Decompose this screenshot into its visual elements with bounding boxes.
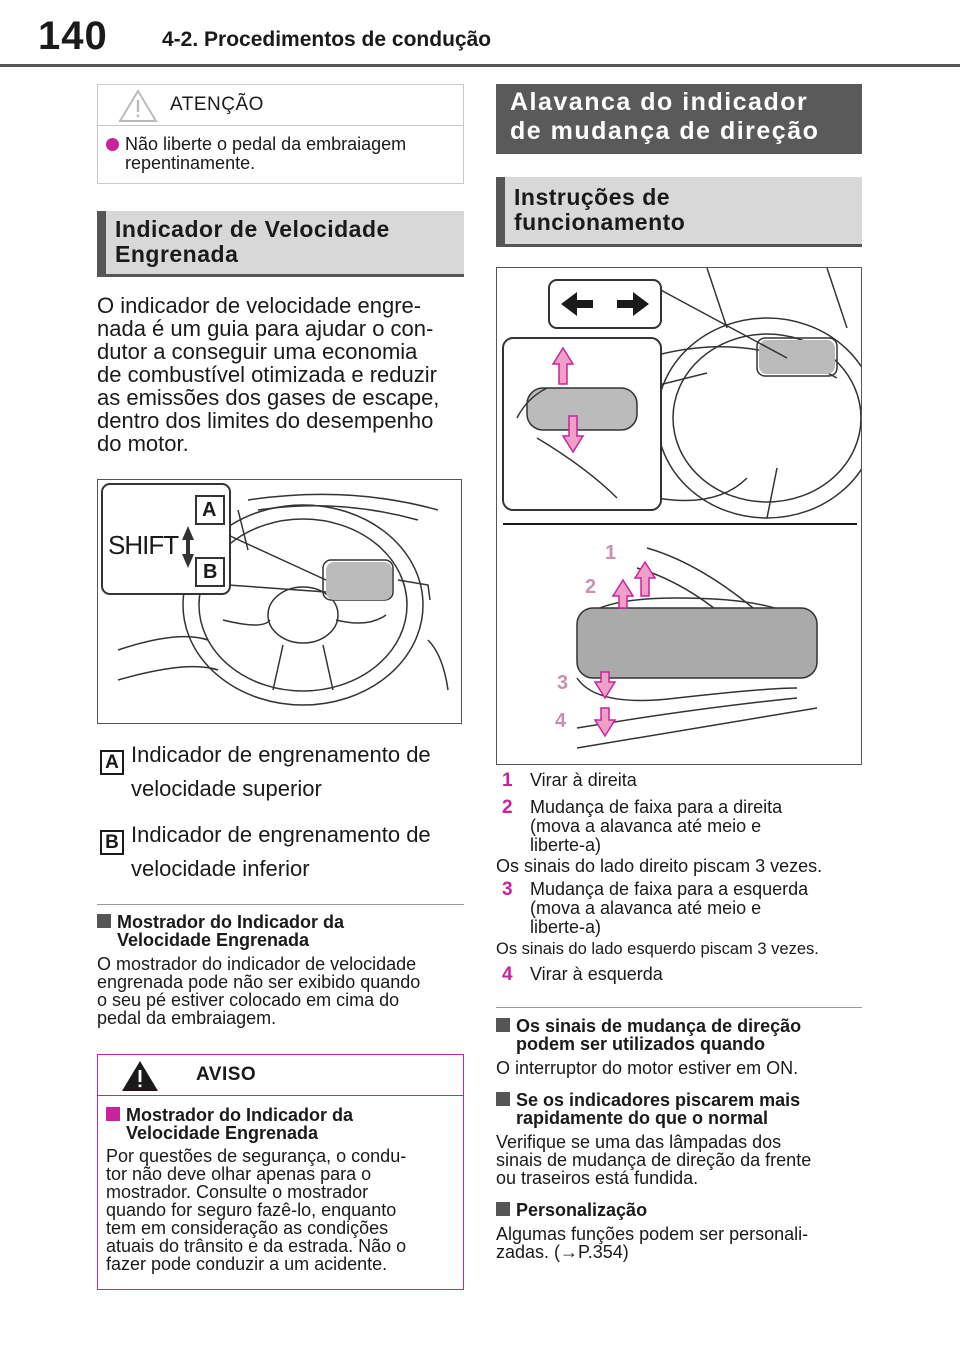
turn-heading-line-2: de mudança de direção <box>510 117 820 145</box>
heading-rule <box>97 274 464 277</box>
divider <box>97 904 464 905</box>
heading-rule <box>496 244 862 247</box>
warning-body: Mostrador do Indicador da Velocidade Eng… <box>106 1105 407 1274</box>
gear-heading-line-1: Indicador de Velocidade <box>115 216 390 242</box>
list-item: 4 Virar à esquerda <box>502 964 663 985</box>
gear-indicator-heading: Indicador de Velocidade Engrenada <box>97 211 464 274</box>
callout-b-line-1: Indicador de engrenamento de <box>131 822 431 847</box>
shift-indicator-figure: SHIFT A B <box>97 479 462 724</box>
figure-label-a: A <box>202 499 217 521</box>
turn-signal-heading: Alavanca do indicador de mudança de dire… <box>496 84 862 154</box>
customization-text: Algumas funções podem ser personali- zad… <box>496 1225 862 1261</box>
heading-accent <box>97 211 106 274</box>
heading-accent <box>496 177 505 244</box>
warning-title: AVISO <box>196 1064 257 1085</box>
square-bullet-icon <box>496 1092 510 1106</box>
callout-b-line-2: velocidade inferior <box>131 856 310 881</box>
turn-heading-line-1: Alavanca do indicador <box>510 88 809 116</box>
attention-line-2: repentinamente. <box>125 153 256 173</box>
instructions-heading-line-1: Instruções de <box>514 184 671 210</box>
instructions-heading-line-2: funcionamento <box>514 209 686 235</box>
figure-number-3: 3 <box>557 672 569 694</box>
turn-signal-figure: 1 2 3 4 <box>496 267 862 765</box>
callout-a-line-2: velocidade superior <box>131 776 322 801</box>
warning-box-header: AVISO <box>98 1055 463 1096</box>
page-number: 140 <box>38 14 108 58</box>
attention-box: ATENÇÃO Não liberte o pedal da embraiage… <box>97 84 464 184</box>
customization-heading: Personalização <box>496 1201 862 1219</box>
figure-number-2: 2 <box>585 576 597 598</box>
figure-label-b: B <box>203 561 218 583</box>
callout-letter-a: A <box>100 750 124 775</box>
attention-box-header: ATENÇÃO <box>98 85 463 126</box>
list-item: 2 Mudança de faixa para a direita (mova … <box>502 797 783 855</box>
attention-title: ATENÇÃO <box>170 94 264 115</box>
callout-a: A Indicador de engrenamento de velocidad… <box>97 742 464 822</box>
gear-indicator-paragraph: O indicador de velocidade engre- nada é … <box>97 293 440 456</box>
figure-number-1: 1 <box>605 542 617 564</box>
fast-blink-text: Verifique se uma das lâmpadas dos sinais… <box>496 1132 812 1188</box>
fast-blink-heading: Se os indicadores piscarem mais rapidame… <box>496 1091 862 1127</box>
callout-letter-b: B <box>100 830 124 855</box>
bullet-dot-icon <box>106 138 119 151</box>
square-bullet-icon <box>496 1202 510 1216</box>
list-item: 1 Virar à direita <box>502 770 637 791</box>
display-text: O mostrador do indicador de velocidade e… <box>97 954 421 1028</box>
right-column: Alavanca do indicador de mudança de dire… <box>496 84 862 1261</box>
steering-wheel-illustration <box>101 483 449 706</box>
warning-triangle-icon <box>122 1061 158 1091</box>
warning-triangle-icon <box>118 89 158 122</box>
usable-heading: Os sinais de mudança de direção podem se… <box>496 1017 862 1053</box>
divider <box>496 1007 862 1008</box>
callout-b: B Indicador de engrenamento de velocidad… <box>97 822 464 902</box>
warning-box: AVISO Mostrador do Indicador da Velocida… <box>97 1054 464 1290</box>
turn-lever-illustration <box>502 268 861 749</box>
header-rule <box>0 64 960 67</box>
gear-heading-line-2: Engrenada <box>115 241 239 267</box>
attention-line-1: Não liberte o pedal da embraiagem <box>125 134 407 154</box>
instructions-heading: Instruções de funcionamento <box>496 177 862 244</box>
square-bullet-icon <box>97 914 111 928</box>
page-reference-link[interactable]: zadas. (→P.354) <box>496 1242 629 1262</box>
section-title: 4-2. Procedimentos de condução <box>162 28 492 51</box>
square-bullet-icon <box>106 1107 120 1121</box>
square-bullet-icon <box>496 1018 510 1032</box>
shift-label: SHIFT <box>108 530 179 560</box>
usable-text: O interruptor do motor estiver em ON. <box>496 1058 799 1078</box>
left-signal-note: Os sinais do lado esquerdo piscam 3 veze… <box>496 940 819 958</box>
list-item: 3 Mudança de faixa para a esquerda (mova… <box>502 879 809 937</box>
right-signal-note: Os sinais do lado direito piscam 3 vezes… <box>496 856 823 876</box>
display-heading: Mostrador do Indicador da Velocidade Eng… <box>97 913 464 949</box>
figure-number-4: 4 <box>555 710 567 732</box>
page-header: 140 4-2. Procedimentos de condução <box>0 0 960 67</box>
left-column: ATENÇÃO Não liberte o pedal da embraiage… <box>97 84 464 1290</box>
attention-body: Não liberte o pedal da embraiagem repent… <box>98 126 463 181</box>
callout-a-line-1: Indicador de engrenamento de <box>131 742 431 767</box>
